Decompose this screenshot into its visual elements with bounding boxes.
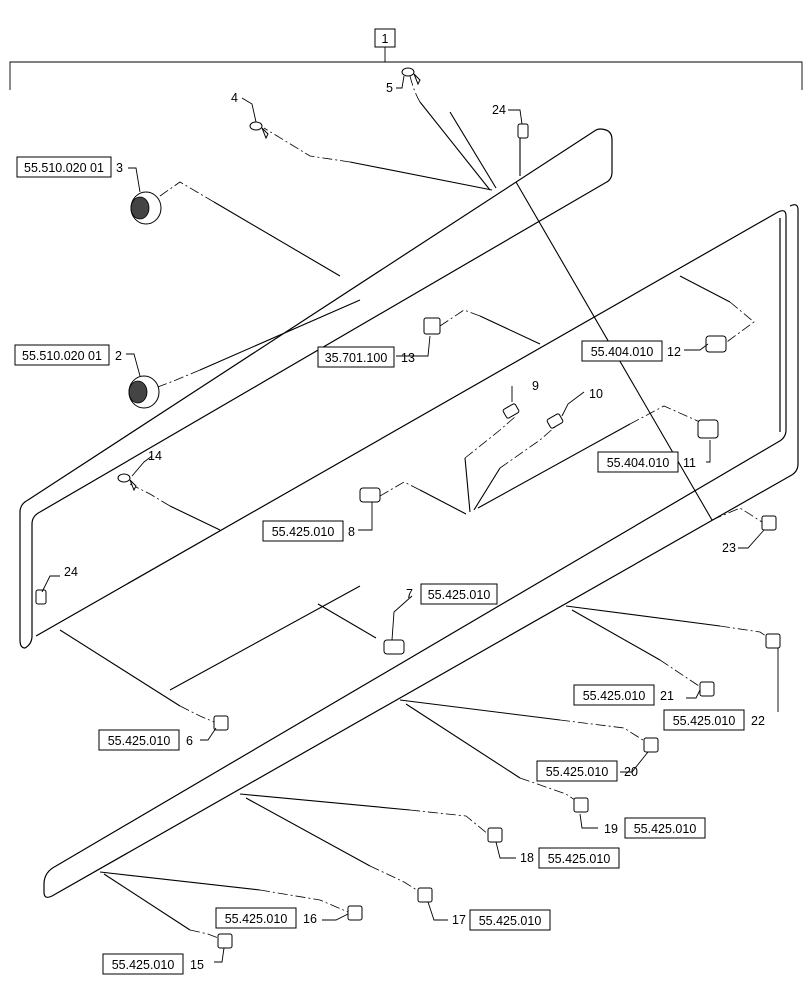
ref-label-12: 55.404.010 bbox=[591, 345, 654, 359]
ref-label-15: 55.425.010 bbox=[112, 958, 175, 972]
ring-terminal-icon bbox=[117, 67, 421, 492]
item-number-5: 5 bbox=[386, 81, 393, 95]
ref-label-22: 55.425.010 bbox=[673, 714, 736, 728]
item-number-6: 6 bbox=[186, 734, 193, 748]
item-number-22: 22 bbox=[751, 714, 765, 728]
harness-frame bbox=[19, 128, 799, 898]
item-number-18: 18 bbox=[520, 851, 534, 865]
ref-box-15 bbox=[102, 953, 184, 975]
splice-connector-icon bbox=[546, 413, 564, 429]
item-number-17: 17 bbox=[452, 913, 466, 927]
switch-connector-icon bbox=[423, 317, 441, 335]
connector-parts bbox=[35, 67, 781, 949]
ref-label-13: 35.701.100 bbox=[325, 351, 388, 365]
ref-box-11 bbox=[597, 451, 679, 473]
item-number-16: 16 bbox=[303, 912, 317, 926]
callout-leaders bbox=[41, 75, 779, 963]
assembly-item-box bbox=[374, 28, 396, 48]
item-number-8: 8 bbox=[348, 525, 355, 539]
plug-connector-icon bbox=[705, 335, 727, 353]
item-number-21: 21 bbox=[660, 689, 674, 703]
item-number-20: 20 bbox=[624, 765, 638, 779]
dashed-extensions bbox=[129, 75, 773, 939]
item-number-3: 3 bbox=[116, 161, 123, 175]
item-number-7: 7 bbox=[406, 587, 413, 601]
item-number-13: 13 bbox=[401, 351, 415, 365]
ref-box-6 bbox=[98, 729, 180, 751]
ref-box-16 bbox=[215, 907, 297, 929]
ref-box-2 bbox=[14, 344, 110, 366]
clip-icon bbox=[35, 123, 529, 605]
ref-label-21: 55.425.010 bbox=[583, 689, 646, 703]
assembly-bracket: 1 bbox=[9, 28, 803, 90]
ref-label-18: 55.425.010 bbox=[548, 852, 611, 866]
ref-box-12 bbox=[581, 340, 663, 362]
ref-label-11: 55.404.010 bbox=[607, 456, 670, 470]
plug-connector-icon bbox=[697, 419, 719, 439]
ref-label-3: 55.510.020 01 bbox=[24, 161, 104, 175]
ref-box-19 bbox=[624, 817, 706, 839]
wire-branches bbox=[59, 101, 731, 931]
item-number-24-left: 24 bbox=[64, 565, 78, 579]
ref-box-20 bbox=[536, 760, 618, 782]
ref-label-19: 55.425.010 bbox=[634, 822, 697, 836]
ref-box-17 bbox=[469, 909, 551, 931]
round-connector-icon bbox=[128, 191, 162, 409]
ref-label-6: 55.425.010 bbox=[108, 734, 171, 748]
ref-box-21 bbox=[573, 684, 655, 706]
item-number-24-top: 24 bbox=[492, 103, 506, 117]
item-number-12: 12 bbox=[667, 345, 681, 359]
assembly-item-number: 1 bbox=[382, 32, 389, 46]
ref-box-8 bbox=[262, 520, 344, 542]
ref-box-3 bbox=[16, 156, 112, 178]
ref-box-18 bbox=[538, 847, 620, 869]
ref-label-20: 55.425.010 bbox=[546, 765, 609, 779]
item-number-11: 11 bbox=[683, 456, 696, 470]
item-number-23: 23 bbox=[722, 541, 736, 555]
item-number-4: 4 bbox=[231, 91, 238, 105]
item-number-2: 2 bbox=[115, 349, 122, 363]
item-number-14: 14 bbox=[148, 449, 162, 463]
sensor-connector-icon bbox=[359, 487, 381, 503]
splice-connector-icon bbox=[502, 403, 520, 419]
callout-labels: 55.510.020 01 3 55.510.020 01 2 4 5 24 3… bbox=[14, 81, 765, 975]
ref-label-8: 55.425.010 bbox=[272, 525, 335, 539]
item-number-9: 9 bbox=[532, 379, 539, 393]
item-number-10: 10 bbox=[589, 387, 603, 401]
ref-label-16: 55.425.010 bbox=[225, 912, 288, 926]
ref-label-2: 55.510.020 01 bbox=[22, 349, 102, 363]
item-number-15: 15 bbox=[190, 958, 204, 972]
ref-box-22 bbox=[663, 709, 745, 731]
ref-box-13 bbox=[317, 346, 395, 368]
sensor-connector-icon bbox=[383, 639, 405, 655]
ref-label-7: 55.425.010 bbox=[428, 588, 491, 602]
item-number-19: 19 bbox=[604, 822, 618, 836]
small-connector-icon bbox=[213, 515, 781, 949]
ref-label-17: 55.425.010 bbox=[479, 914, 542, 928]
ref-box-7 bbox=[420, 583, 498, 605]
